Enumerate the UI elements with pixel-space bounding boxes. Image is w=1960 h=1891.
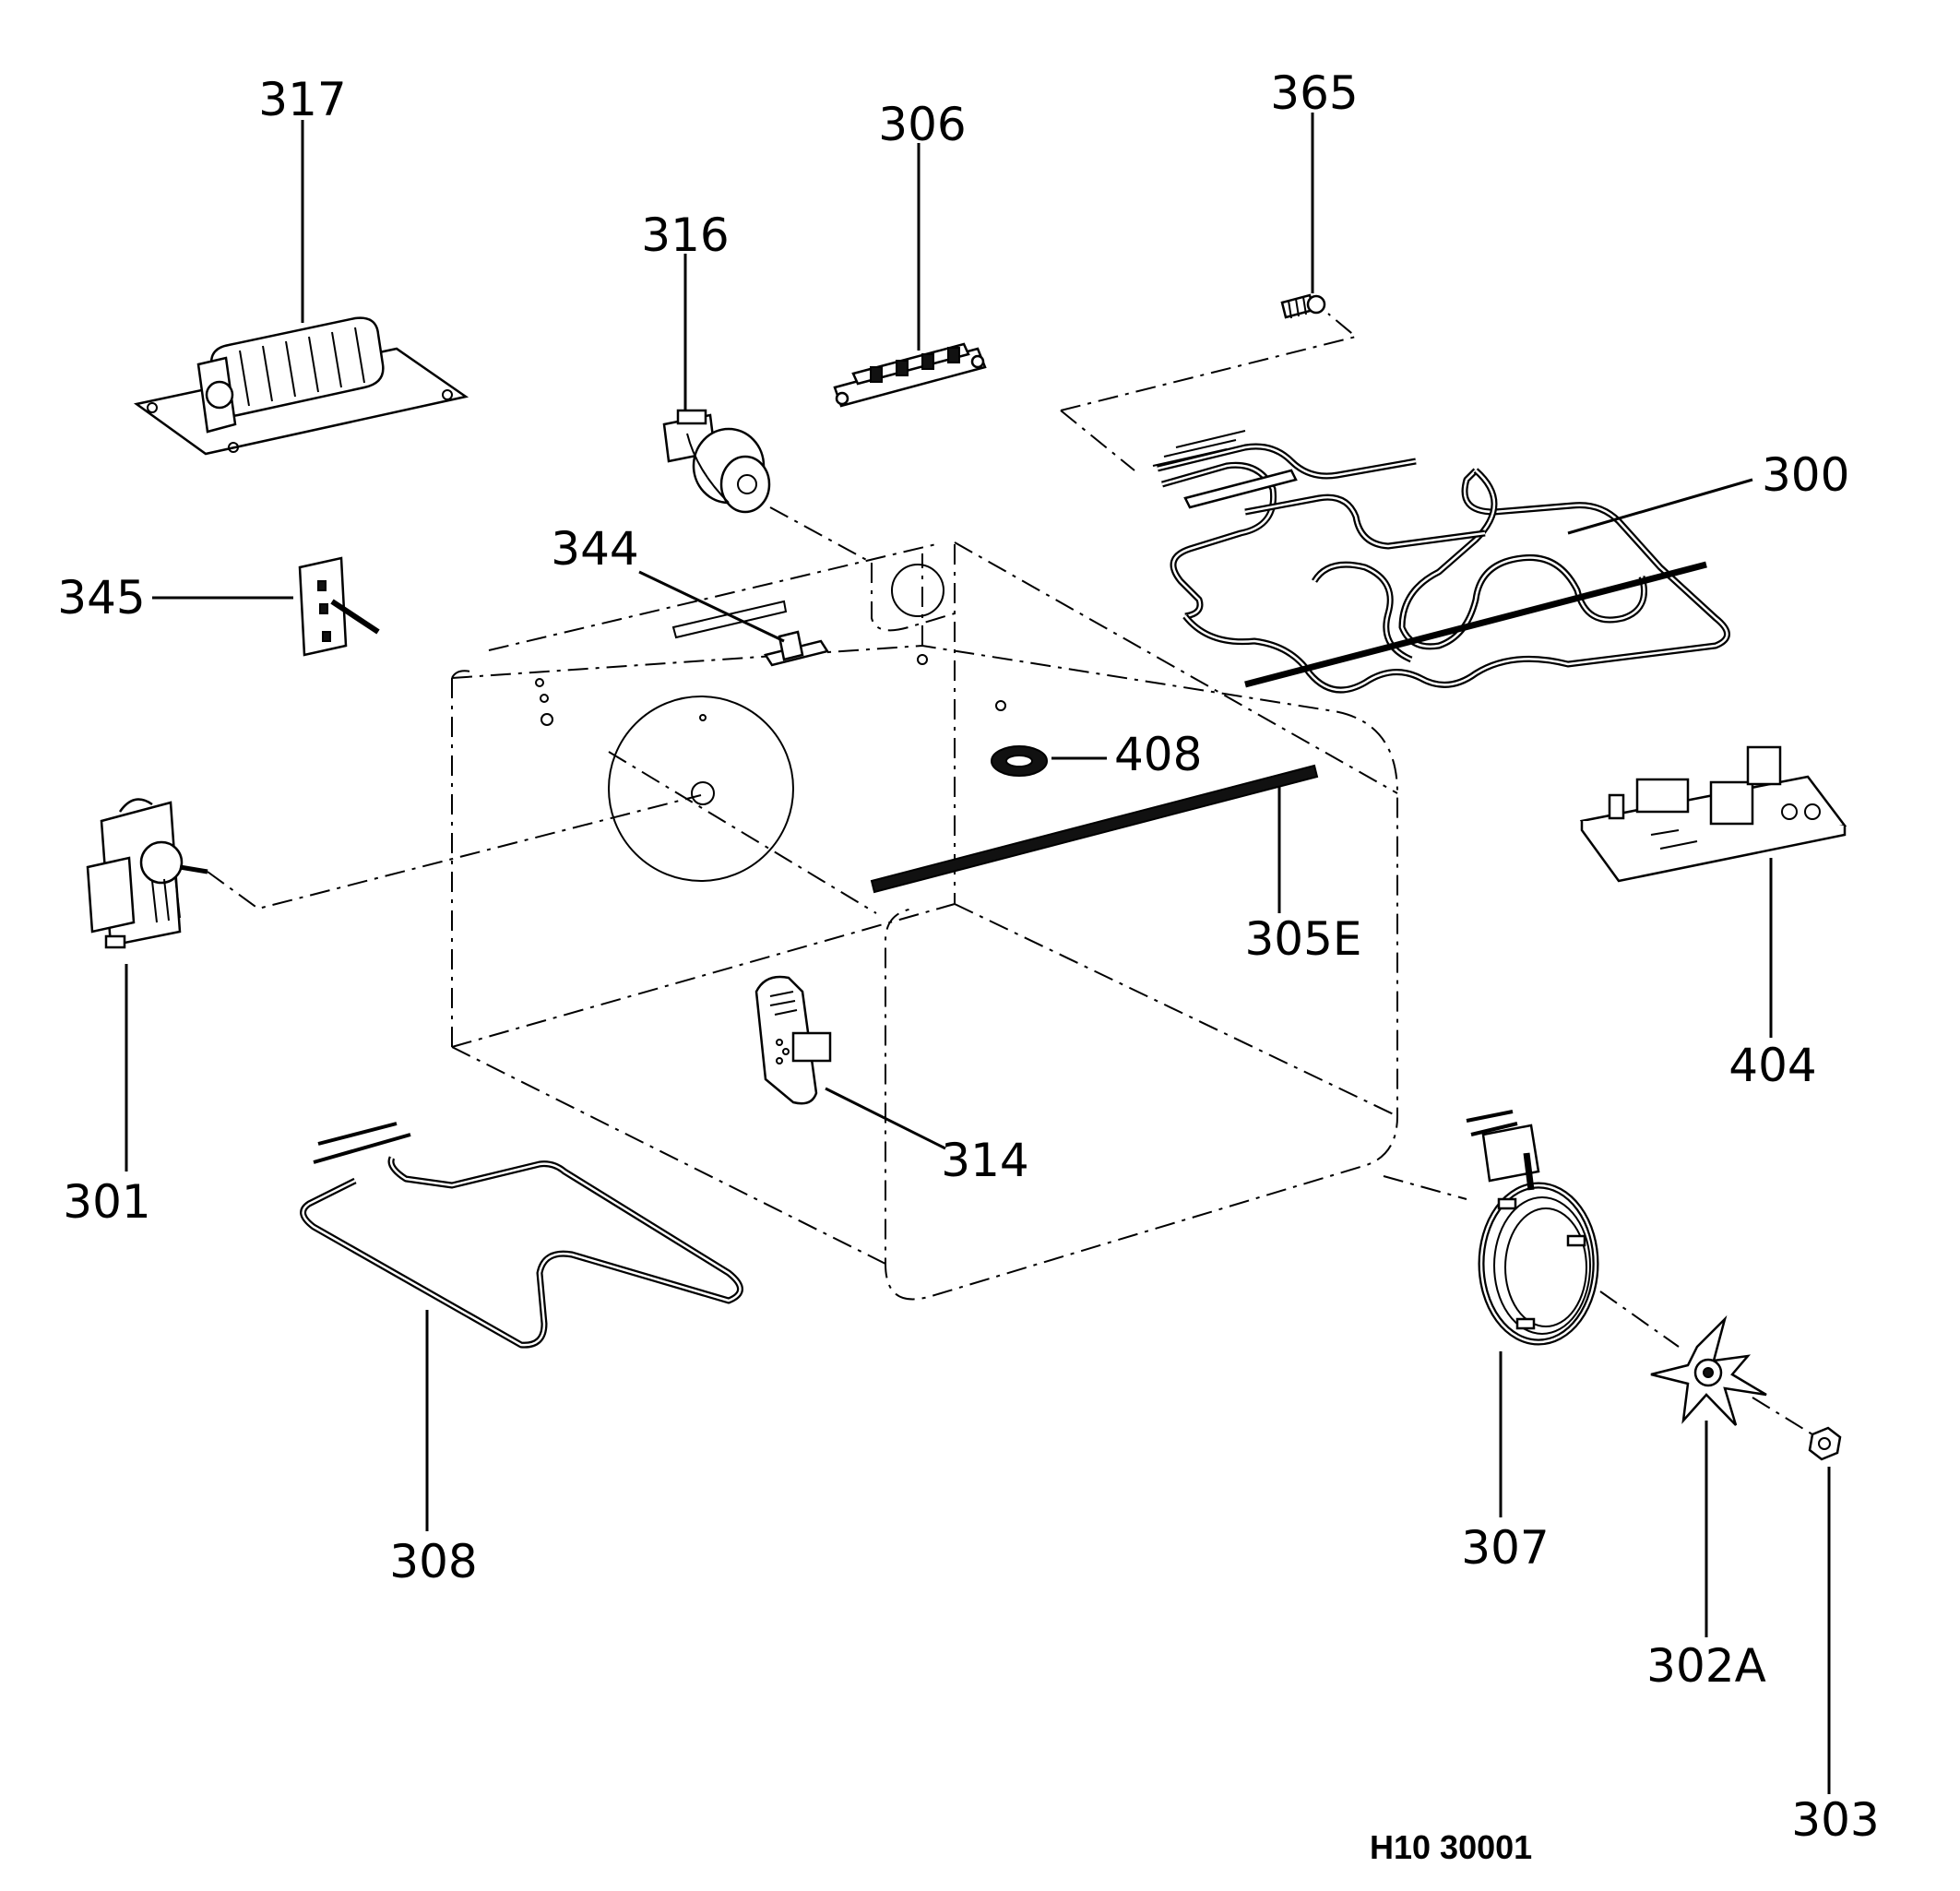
drawing-code: H10 30001: [1370, 1828, 1532, 1866]
label-365: 365: [1270, 66, 1358, 120]
part-302a-fan-blade: [1650, 1314, 1767, 1426]
part-314-lamp-holder: [754, 975, 832, 1105]
label-316: 316: [641, 208, 729, 262]
part-404-circuit-board: [1579, 745, 1847, 883]
label-302a: 302A: [1646, 1639, 1766, 1693]
label-303: 303: [1791, 1793, 1879, 1847]
label-314: 314: [941, 1134, 1028, 1187]
label-305e: 305E: [1244, 912, 1361, 966]
part-300-top-grill-element: [1152, 430, 1730, 694]
label-404: 404: [1728, 1039, 1816, 1092]
oven-cavity-outline: [451, 541, 1398, 1301]
label-300: 300: [1762, 448, 1849, 502]
part-316-thermostat: [662, 409, 771, 514]
label-345: 345: [57, 571, 145, 624]
part-305e-seal-strip: [870, 764, 1319, 894]
part-345-clip: [298, 556, 380, 657]
leader-lines: [125, 113, 1831, 1794]
label-344: 344: [551, 522, 638, 576]
part-303-nut: [1808, 1426, 1842, 1461]
assembly-centerlines: [207, 313, 1813, 1435]
part-344-bracket: [764, 630, 829, 667]
part-317-tangential-fan: [133, 316, 469, 456]
part-306-terminal-block: [833, 342, 987, 408]
part-308-bottom-element: [300, 1122, 743, 1349]
part-307-circular-element: [1466, 1110, 1599, 1346]
part-408-grommet: [991, 745, 1048, 777]
label-308: 308: [389, 1535, 477, 1588]
label-301: 301: [63, 1175, 150, 1229]
part-301-fan-motor: [86, 798, 208, 949]
label-408: 408: [1114, 728, 1202, 781]
label-307: 307: [1461, 1521, 1549, 1575]
label-317: 317: [258, 73, 346, 126]
part-365-screw: [1280, 293, 1326, 319]
label-306: 306: [878, 98, 966, 151]
